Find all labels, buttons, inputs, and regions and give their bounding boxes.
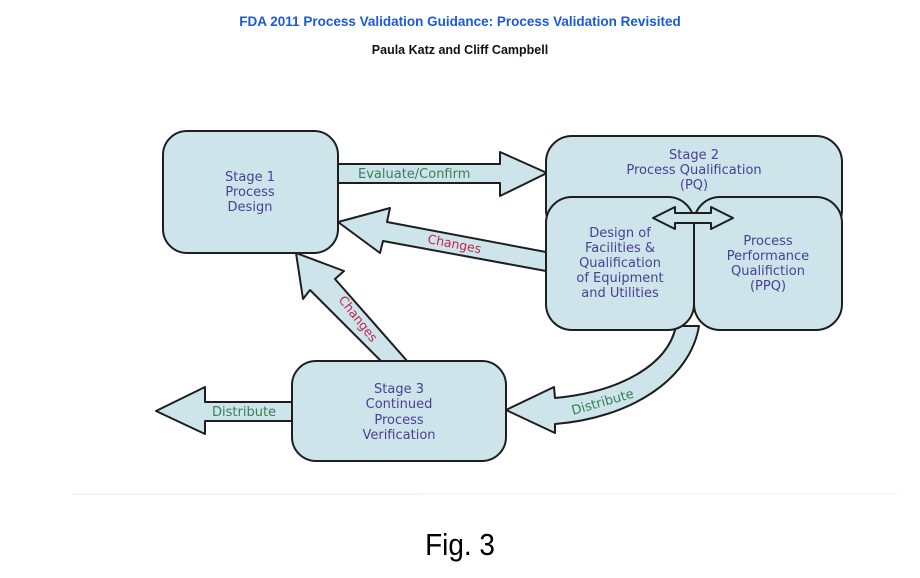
bidirectional-arrow: [652, 206, 734, 230]
evaluate-confirm-arrow: Evaluate/Confirm: [337, 151, 548, 197]
distribute-curved-arrow: Distribute: [505, 325, 700, 434]
document-title: FDA 2011 Process Validation Guidance: Pr…: [239, 14, 681, 29]
ppq-line-4: (PPQ): [750, 279, 786, 294]
facilities-line-1: Design of: [589, 226, 651, 241]
stage1-box: Stage 1 Process Design: [162, 130, 339, 254]
divider-left: [72, 493, 418, 495]
ppq-line-1: Process: [743, 234, 793, 249]
stage2-facilities-box: Design of Facilities & Qualification of …: [545, 196, 695, 331]
ppq-line-3: Qualifiction: [731, 264, 805, 279]
stage3-line-3: Process: [374, 413, 424, 428]
stage1-line-3: Design: [228, 200, 273, 215]
evaluate-confirm-label: Evaluate/Confirm: [358, 167, 470, 182]
changes-arrow-from-stage3: Changes: [295, 252, 409, 363]
distribute-out-label: Distribute: [212, 405, 276, 420]
ppq-line-2: Performance: [727, 249, 809, 264]
stage1-line-2: Process: [225, 185, 275, 200]
figure-caption: Fig. 3: [425, 527, 495, 562]
facilities-line-3: Qualification: [579, 256, 661, 271]
facilities-line-2: Facilities &: [585, 241, 655, 256]
stage3-line-2: Continued: [366, 397, 433, 412]
stage3-box: Stage 3 Continued Process Verification: [291, 360, 507, 462]
stage3-line-1: Stage 3: [374, 382, 424, 397]
stage1-line-1: Stage 1: [225, 170, 275, 185]
changes-arrow-from-stage2: Changes: [337, 207, 547, 272]
document-authors: Paula Katz and Cliff Campbell: [371, 43, 549, 57]
facilities-line-5: and Utilities: [581, 286, 659, 301]
stage2-ppq-box: Process Performance Qualifiction (PPQ): [693, 196, 843, 331]
stage2-line-1: Stage 2: [669, 148, 719, 163]
divider-right: [418, 493, 898, 495]
distribute-out-arrow: Distribute: [155, 386, 294, 435]
facilities-line-4: of Equipment: [576, 271, 663, 286]
stage2-line-2: Process Qualification: [626, 163, 761, 178]
stage3-line-4: Verification: [362, 428, 435, 443]
stage2-line-3: (PQ): [680, 178, 708, 193]
